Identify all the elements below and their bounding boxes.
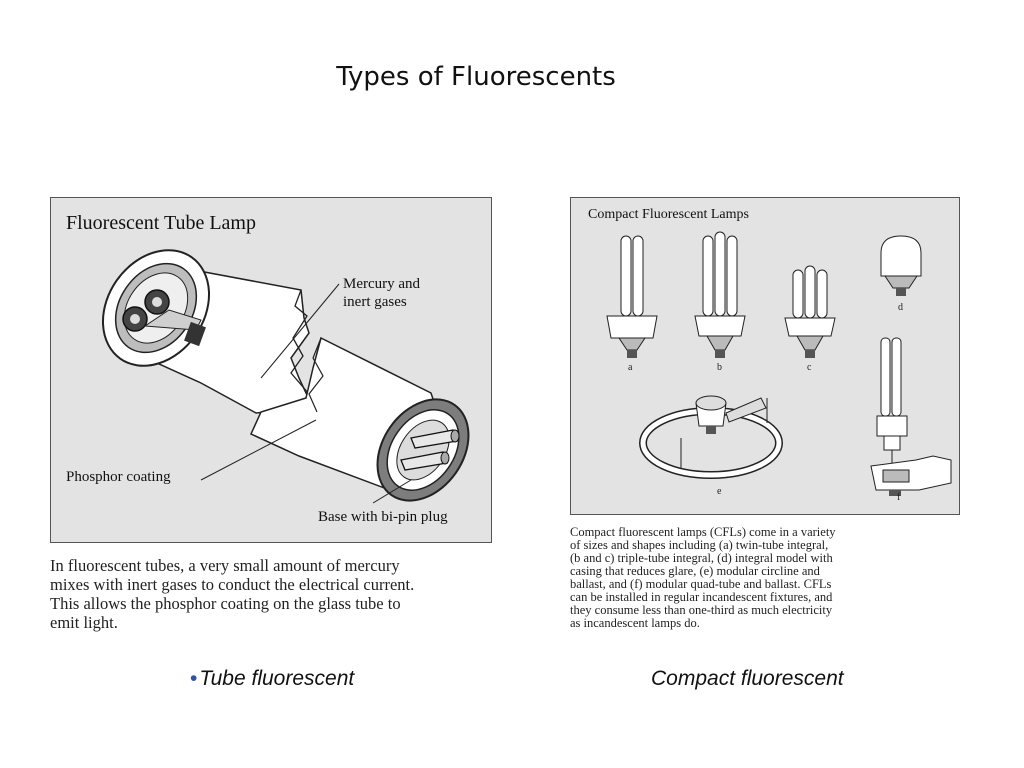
cfl-caption-line: they consume less than one-third as much… bbox=[570, 603, 833, 617]
cfl-caption-line: of sizes and shapes including (a) twin-t… bbox=[570, 538, 829, 552]
cfl-letter-f: f bbox=[897, 492, 901, 503]
tube-panel-title: Fluorescent Tube Lamp bbox=[66, 212, 256, 234]
cfl-figure: Compact Fluorescent Lamps a b c d e f bbox=[570, 197, 960, 515]
cfl-letter-a: a bbox=[628, 362, 633, 373]
cfl-lamp-c bbox=[784, 265, 836, 358]
cfl-letter-e: e bbox=[717, 486, 722, 497]
tube-caption: In fluorescent tubes, a very small amoun… bbox=[50, 556, 414, 632]
mercury-label-line2: inert gases bbox=[343, 294, 407, 310]
tube-caption-line: This allows the phosphor coating on the … bbox=[50, 594, 401, 613]
base-label: Base with bi-pin plug bbox=[318, 509, 448, 525]
tube-caption-line: In fluorescent tubes, a very small amoun… bbox=[50, 556, 400, 575]
tube-caption-line: mixes with inert gases to conduct the el… bbox=[50, 575, 415, 594]
cfl-lamp-e bbox=[639, 395, 783, 479]
tube-lamp-illustration bbox=[101, 249, 470, 504]
cfl-lamp-d bbox=[880, 235, 922, 296]
tube-lamp-figure: Fluorescent Tube Lamp Mercury and inert … bbox=[50, 197, 492, 543]
phosphor-label: Phosphor coating bbox=[66, 469, 171, 485]
cfl-panel-title: Compact Fluorescent Lamps bbox=[588, 207, 749, 222]
cfl-letter-c: c bbox=[807, 362, 812, 373]
cfl-caption-line: as incandescent lamps do. bbox=[570, 616, 700, 630]
cfl-lamp-a bbox=[606, 235, 658, 358]
cfl-caption: Compact fluorescent lamps (CFLs) come in… bbox=[570, 526, 836, 630]
tube-fluorescent-text: Tube fluorescent bbox=[199, 667, 355, 690]
cfl-letter-d: d bbox=[898, 302, 903, 313]
cfl-caption-line: ballast, and (f) modular quad-tube and b… bbox=[570, 577, 832, 591]
cfl-lamp-b bbox=[694, 231, 746, 358]
cfl-caption-line: casing that reduces glare, (e) modular c… bbox=[570, 564, 820, 578]
compact-fluorescent-label: Compact fluorescent bbox=[651, 667, 844, 690]
slide-title: Types of Fluorescents bbox=[336, 62, 616, 92]
cfl-caption-line: can be installed in regular incandescent… bbox=[570, 590, 833, 604]
cfl-caption-line: Compact fluorescent lamps (CFLs) come in… bbox=[570, 525, 836, 539]
cfl-illustration bbox=[606, 231, 952, 496]
mercury-label-line1: Mercury and bbox=[343, 276, 421, 292]
cfl-letter-b: b bbox=[717, 362, 722, 373]
tube-caption-line: emit light. bbox=[50, 613, 118, 632]
tube-fluorescent-label: •Tube fluorescent bbox=[190, 667, 354, 691]
bullet-icon: • bbox=[190, 667, 198, 690]
cfl-caption-line: (b and c) triple-tube integral, (d) inte… bbox=[570, 551, 833, 565]
cfl-lamp-f bbox=[870, 337, 952, 496]
